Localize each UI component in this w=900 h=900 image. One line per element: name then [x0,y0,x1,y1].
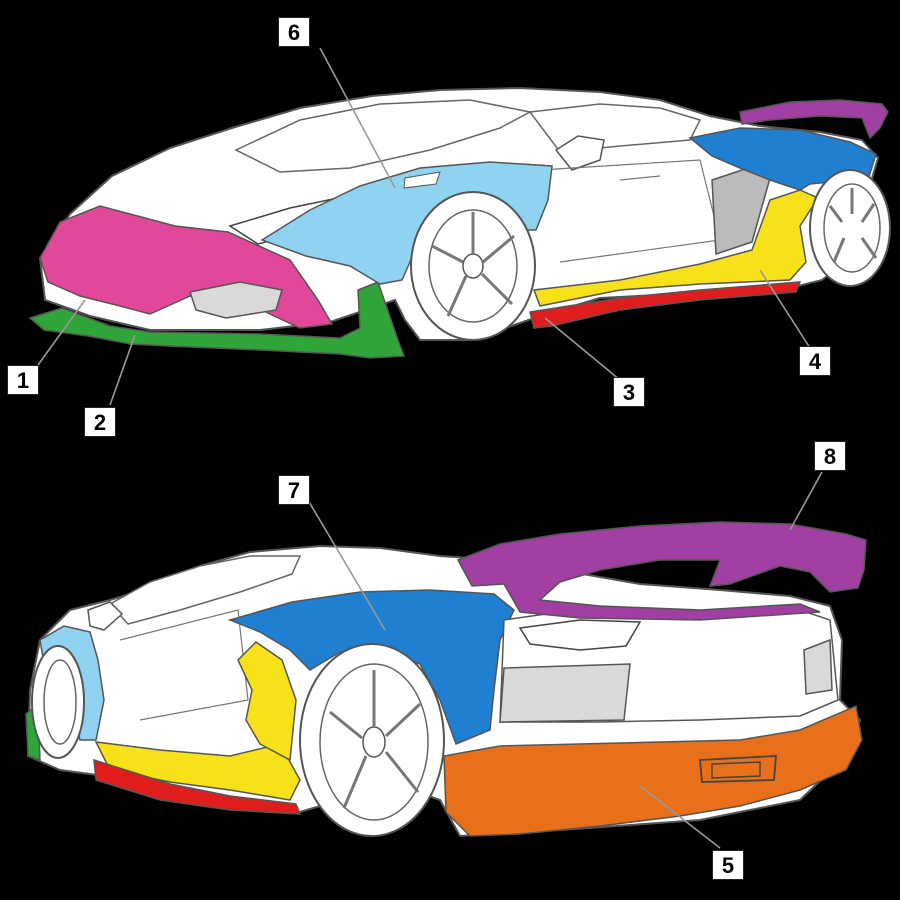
callout-1: 1 [7,365,39,395]
front-wheel [410,191,536,341]
side-intake [711,167,771,256]
rear-grille [499,663,631,723]
side-mirror [554,135,605,171]
rear-grille-right [803,638,833,695]
callout-3: 3 [613,377,645,407]
callout-8: 8 [814,441,846,471]
side-skirt-part [532,189,820,307]
car-rear-view [25,521,867,838]
rear-wing-top-part [739,99,889,140]
rear-diffuser-part [443,704,863,837]
callout-5: 5 [712,850,744,880]
callout-2: 2 [84,407,116,437]
leader-lines [37,47,823,849]
rear-view-front-wheel [31,645,85,759]
tail-light [518,619,642,651]
rear-wheel [809,169,891,287]
callout-4: 4 [799,346,831,376]
rear-view-rear-wheel [299,643,445,837]
callout-7: 7 [278,475,310,505]
side-intake-yellow-part [237,641,297,762]
front-splitter-part [28,281,406,359]
front-windshield [234,99,533,173]
callout-6: 6 [278,17,310,47]
side-skirt-blade-part [529,281,802,329]
rear-fender-part [227,589,515,745]
rear-view-mirror [87,601,124,631]
car-front-view [28,86,891,359]
rear-wing-part [456,521,867,621]
front-grille [189,281,283,319]
side-skirt-blade-rear-view-part [93,758,302,815]
rear-side-window [108,555,302,625]
